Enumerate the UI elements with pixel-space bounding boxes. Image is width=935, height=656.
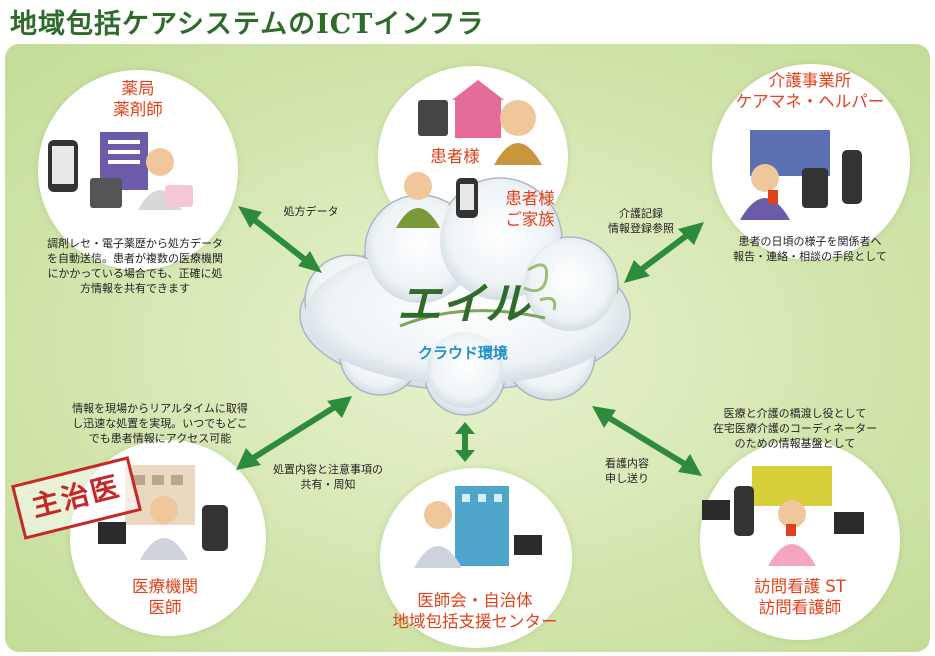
pharmacy-label: 薬局 薬剤師 bbox=[113, 79, 163, 119]
arrow-pharmacy bbox=[238, 206, 322, 273]
arrow-label-nursing: 看護内容 申し送り bbox=[605, 457, 649, 485]
arrow-label-pharmacy: 処方データ bbox=[283, 205, 339, 218]
association-illustration bbox=[414, 486, 542, 568]
nursing-label: 訪問看護 ST 訪問看護師 bbox=[754, 577, 846, 617]
arrow-hospital bbox=[236, 396, 352, 470]
nursing-illustration bbox=[702, 466, 864, 566]
cloud-brand-logo: エイル bbox=[397, 279, 529, 330]
hospital-label: 医療機関 医師 bbox=[132, 577, 198, 617]
arrow-care bbox=[624, 222, 704, 283]
patient-label: 患者様 bbox=[430, 147, 480, 166]
pharmacy-description: 調剤レセ・電子薬歴から処方データ を自動送信。患者が複数の医療機関 にかかってい… bbox=[47, 237, 223, 295]
cloud-subtitle: クラウド環境 bbox=[417, 344, 508, 362]
patient-illustration bbox=[396, 80, 542, 228]
care-illustration bbox=[740, 130, 862, 220]
patient-family-label: 患者様 ご家族 bbox=[505, 189, 555, 229]
page-title: 地域包括ケアシステムのICTインフラ bbox=[10, 9, 485, 40]
hospital-description: 情報を現場からリアルタイムに取得 し迅速な処置を実現。いつでもどこ でも患者情報… bbox=[72, 402, 248, 445]
pharmacy-illustration bbox=[48, 132, 193, 210]
association-label: 医師会・自治体 地域包括支援センター bbox=[392, 591, 558, 631]
arrow-nursing bbox=[592, 406, 702, 476]
arrow-label-care: 介護記録 情報登録参照 bbox=[608, 207, 674, 235]
care-description: 患者の日頃の様子を関係者へ 報告・連絡・相談の手段として bbox=[733, 235, 887, 263]
nursing-description: 医療と介護の橋渡し役として 在宅医療介護のコーディネーター のための情報基盤とし… bbox=[712, 407, 878, 450]
arrow-association bbox=[455, 422, 475, 462]
arrow-label-hospital: 処置内容と注意事項の 共有・周知 bbox=[273, 463, 383, 491]
care-label: 介護事業所 ケアマネ・ヘルパー bbox=[735, 71, 885, 111]
